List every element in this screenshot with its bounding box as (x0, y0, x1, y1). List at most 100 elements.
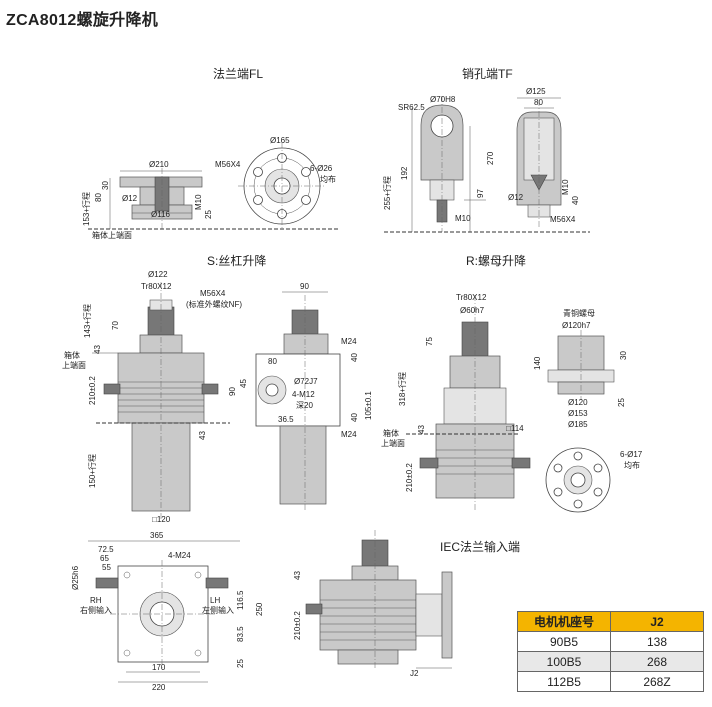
svg-text:40: 40 (571, 196, 580, 205)
table-header-row: 电机机座号 J2 (517, 611, 704, 632)
svg-text:70: 70 (111, 321, 120, 330)
s-side-tube (279, 425, 327, 505)
svg-text:上端面: 上端面 (62, 360, 86, 370)
svg-text:250: 250 (255, 602, 264, 616)
svg-text:4-M12: 4-M12 (292, 390, 315, 399)
svg-text:30: 30 (101, 181, 110, 190)
table-cell: 90B5 (517, 631, 611, 652)
table-header: 电机机座号 (517, 611, 611, 632)
svg-text:80: 80 (534, 98, 543, 107)
svg-text:210±0.2: 210±0.2 (293, 611, 302, 640)
svg-text:105±0.1: 105±0.1 (364, 391, 373, 420)
svg-text:Tr80X12: Tr80X12 (141, 282, 172, 291)
svg-text:140: 140 (533, 356, 542, 370)
svg-text:M10: M10 (194, 194, 203, 210)
svg-text:43: 43 (198, 431, 207, 440)
svg-text:318+行程: 318+行程 (397, 372, 407, 406)
svg-text:M10: M10 (455, 214, 471, 223)
page-title: ZCA8012螺旋升降机 (6, 12, 159, 29)
svg-text:M24: M24 (341, 337, 357, 346)
svg-text:(标准外螺纹NF): (标准外螺纹NF) (186, 299, 242, 309)
tf-view-title: 销孔端TF (462, 67, 513, 81)
svg-text:143+行程: 143+行程 (82, 304, 92, 338)
svg-text:75: 75 (425, 337, 434, 346)
svg-text:Ø12: Ø12 (508, 193, 524, 202)
svg-text:4-M24: 4-M24 (168, 551, 191, 560)
svg-text:箱体: 箱体 (64, 350, 80, 360)
table-cell: 100B5 (517, 651, 611, 672)
svg-text:255+行程: 255+行程 (382, 176, 392, 210)
svg-text:箱体上端面: 箱体上端面 (92, 230, 132, 240)
table-header: J2 (610, 611, 704, 632)
table-cell: 268 (610, 651, 704, 672)
svg-text:25: 25 (204, 210, 213, 219)
tf-view: 销孔端TF SR62.5 Ø70H8 270 192 97 255+行程 M10… (382, 67, 590, 233)
svg-text:Ø185: Ø185 (568, 420, 588, 429)
svg-text:Ø70H8: Ø70H8 (430, 95, 456, 104)
svg-text:6-Ø26: 6-Ø26 (310, 164, 333, 173)
svg-text:上端面: 上端面 (381, 438, 405, 448)
svg-text:72.5: 72.5 (98, 545, 114, 554)
table-cell: 138 (610, 631, 704, 652)
svg-text:右侧输入: 右侧输入 (80, 605, 112, 615)
svg-text:□114: □114 (506, 424, 524, 433)
svg-text:M56X4: M56X4 (550, 215, 576, 224)
r-view-title: R:螺母升降 (466, 254, 526, 268)
svg-text:Ø122: Ø122 (148, 270, 168, 279)
svg-text:270: 270 (486, 151, 495, 165)
svg-text:80: 80 (268, 357, 277, 366)
svg-text:43: 43 (417, 425, 426, 434)
svg-text:116.5: 116.5 (236, 590, 245, 610)
svg-text:Ø12: Ø12 (122, 194, 138, 203)
svg-text:Ø25h6: Ø25h6 (71, 565, 80, 590)
svg-text:40: 40 (350, 413, 359, 422)
s-view: S:丝杠升降 Ø122 Tr80X12 M56X4 (标准外螺纹NF) 143+… (62, 253, 373, 524)
table-cell: 112B5 (517, 671, 611, 692)
svg-text:6-Ø17: 6-Ø17 (620, 450, 643, 459)
svg-text:45: 45 (239, 379, 248, 388)
table-row: 90B5 138 (517, 631, 704, 652)
svg-text:80: 80 (94, 193, 103, 202)
table-row: 100B5 268 (517, 651, 704, 672)
fl-d210: Ø210 (149, 160, 169, 169)
svg-text:25: 25 (617, 398, 626, 407)
svg-text:150+行程: 150+行程 (87, 454, 97, 488)
svg-text:Ø60h7: Ø60h7 (460, 306, 485, 315)
svg-text:Ø120: Ø120 (568, 398, 588, 407)
iec-motor-flange (441, 571, 453, 659)
svg-text:Ø165: Ø165 (270, 136, 290, 145)
svg-text:青铜螺母: 青铜螺母 (563, 308, 595, 318)
table-row: 112B5 268Z (517, 671, 704, 692)
svg-text:LH: LH (210, 596, 220, 605)
svg-text:Tr80X12: Tr80X12 (456, 293, 487, 302)
svg-text:箱体: 箱体 (383, 428, 399, 438)
svg-text:J2: J2 (410, 669, 419, 678)
svg-text:210±0.2: 210±0.2 (88, 376, 97, 405)
svg-text:M56X4: M56X4 (200, 289, 226, 298)
svg-text:90: 90 (228, 387, 237, 396)
iec-adapter (415, 593, 443, 637)
svg-text:55: 55 (102, 563, 111, 572)
svg-text:M10: M10 (561, 179, 570, 195)
fl-view: 法兰端FL Ø210 30 80 Ø12 Ø116 M10 25 153+行程 … (81, 67, 340, 240)
table-cell: 268Z (610, 671, 704, 692)
s-input-shaft-left (103, 383, 121, 395)
svg-text:Ø120h7: Ø120h7 (562, 321, 591, 330)
svg-text:36.5: 36.5 (278, 415, 294, 424)
svg-text:43: 43 (93, 345, 102, 354)
motor-frame-table: 电机机座号 J2 90B5 138 100B5 268 112B5 268Z (517, 611, 704, 692)
r-view: R:螺母升降 Tr80X12 Ø60h7 75 318+行程 43 箱体 上端面… (381, 254, 643, 513)
svg-text:SR62.5: SR62.5 (398, 103, 425, 112)
svg-text:65: 65 (100, 554, 109, 563)
svg-text:RH: RH (90, 596, 102, 605)
s-view-title: S:丝杠升降 (207, 253, 266, 268)
svg-text:153+行程: 153+行程 (81, 192, 91, 226)
svg-text:365: 365 (150, 531, 164, 540)
s-input-shaft-right (201, 383, 219, 395)
svg-text:均布: 均布 (624, 460, 640, 470)
svg-text:Ø116: Ø116 (151, 210, 171, 219)
iec-gearbox (319, 579, 417, 651)
svg-text:170: 170 (152, 663, 166, 672)
svg-text:43: 43 (293, 571, 302, 580)
svg-text:97: 97 (476, 189, 485, 198)
